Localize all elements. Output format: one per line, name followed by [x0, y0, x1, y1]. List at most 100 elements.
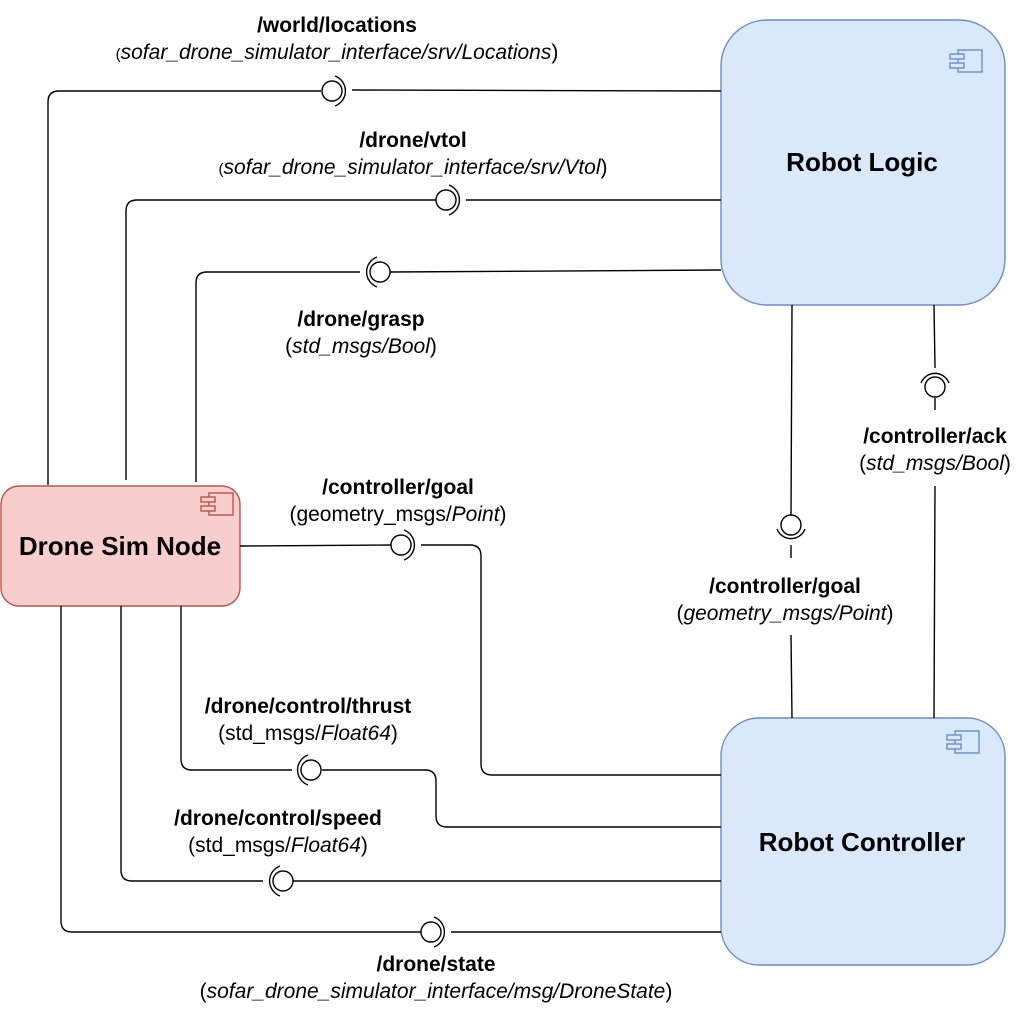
controller-goal-sim-interface: /controller/goal (geometry_msgs/Point) — [239, 476, 721, 776]
type-prefix: std_msgs/ — [225, 722, 321, 745]
connector-line — [389, 269, 722, 273]
interface-type: (std_msgs/Bool) — [285, 335, 437, 358]
paren-open: ( — [200, 980, 207, 1003]
interface-name: /drone/state — [376, 953, 495, 976]
interface-name: /controller/goal — [322, 476, 474, 499]
paren-close: ) — [601, 156, 608, 179]
drone-vtol-interface: /drone/vtol (sofar_drone_simulator_inter… — [125, 129, 721, 480]
provided-ball — [420, 921, 442, 943]
interface-name: /drone/control/thrust — [205, 695, 412, 718]
required-socket — [920, 372, 950, 384]
paren-close: ) — [361, 834, 368, 857]
connector-line — [125, 199, 436, 480]
paren-open: ( — [218, 161, 223, 178]
provided-ball — [924, 376, 946, 398]
world-locations-interface: /world/locations (sofar_drone_simulator_… — [47, 14, 722, 485]
connector-line — [195, 271, 360, 482]
type-prefix: geometry_msgs/ — [296, 503, 451, 526]
component-icon — [946, 730, 980, 754]
paren-open: ( — [859, 452, 866, 475]
interface-type: (std_msgs/Float64) — [188, 834, 368, 857]
provided-ball — [369, 261, 391, 283]
connector-line — [933, 485, 936, 719]
connector-line — [351, 89, 722, 92]
required-socket — [776, 528, 806, 540]
controller-ack-interface: /controller/ack (std_msgs/Bool) — [859, 304, 1011, 719]
paren-close: ) — [551, 41, 558, 64]
robot-logic-node[interactable]: Robot Logic — [720, 19, 1006, 306]
connector-line — [790, 634, 793, 719]
connector-line — [790, 304, 793, 516]
type-italic: Point — [452, 503, 501, 526]
paren-close: ) — [430, 335, 437, 358]
provided-ball — [435, 189, 457, 211]
paren-close: ) — [500, 503, 507, 526]
drone-control-thrust-interface: /drone/control/thrust (std_msgs/Float64) — [180, 606, 721, 828]
paren-open: ( — [289, 503, 296, 526]
paren-close: ) — [887, 602, 894, 625]
interface-name: /controller/ack — [863, 425, 1007, 448]
interface-type: (std_msgs/Float64) — [218, 722, 398, 745]
required-socket — [448, 184, 461, 216]
type-italic: std_msgs/Bool — [866, 452, 1005, 475]
provided-ball — [272, 870, 294, 892]
drone-state-interface: /drone/state (sofar_drone_simulator_inte… — [60, 606, 721, 1003]
drone-control-speed-interface: /drone/control/speed (std_msgs/Float64) — [120, 606, 721, 897]
component-icon — [200, 492, 234, 516]
provided-ball — [390, 534, 412, 556]
drone-sim-node-title: Drone Sim Node — [19, 531, 221, 561]
provided-ball — [780, 514, 802, 536]
paren-close: ) — [665, 980, 672, 1003]
connector-line — [60, 606, 421, 933]
interface-type: (geometry_msgs/Point) — [676, 602, 893, 625]
paren-close: ) — [391, 722, 398, 745]
robot-controller-title: Robot Controller — [759, 827, 966, 857]
interface-name: /drone/control/speed — [174, 807, 382, 830]
required-socket — [365, 256, 378, 288]
connector-line — [322, 769, 721, 828]
drone-grasp-interface: /drone/grasp (std_msgs/Bool) — [195, 256, 722, 482]
type-italic: sofar_drone_simulator_interface/srv/Loca… — [121, 41, 552, 64]
interface-type: (sofar_drone_simulator_interface/srv/Vto… — [218, 156, 607, 179]
type-italic: geometry_msgs/Point — [683, 602, 887, 625]
required-socket — [433, 916, 446, 948]
interface-type: (sofar_drone_simulator_interface/msg/Dro… — [200, 980, 673, 1003]
interface-name: /drone/grasp — [297, 308, 424, 331]
interface-type: (sofar_drone_simulator_interface/srv/Loc… — [116, 41, 559, 64]
connector-line — [180, 606, 292, 771]
connector-line — [239, 544, 392, 547]
required-socket — [268, 865, 281, 897]
interface-type: (std_msgs/Bool) — [859, 452, 1011, 475]
interface-name: /world/locations — [257, 14, 417, 37]
connector-line — [47, 90, 321, 485]
connector-line — [120, 606, 263, 882]
connector-line — [421, 544, 721, 776]
type-prefix: std_msgs/ — [195, 834, 291, 857]
robot-controller-node[interactable]: Robot Controller — [720, 717, 1006, 966]
type-italic: sofar_drone_simulator_interface/srv/Vtol — [223, 156, 601, 179]
robot-controller-box — [720, 717, 1006, 966]
type-italic: Float64 — [321, 722, 391, 745]
robot-logic-box — [720, 19, 1006, 306]
component-icon — [949, 49, 983, 73]
interface-type: (geometry_msgs/Point) — [289, 503, 506, 526]
controller-goal-logic-interface: /controller/goal (geometry_msgs/Point) — [676, 304, 894, 719]
drone-sim-node[interactable]: Drone Sim Node — [0, 485, 241, 607]
paren-close: ) — [1004, 452, 1011, 475]
paren-open: ( — [116, 46, 121, 63]
type-italic: sofar_drone_simulator_interface/msg/Dron… — [207, 980, 666, 1003]
paren-open: ( — [218, 722, 225, 745]
required-socket — [334, 75, 347, 107]
interface-name: /drone/vtol — [359, 129, 466, 152]
paren-open: ( — [676, 602, 683, 625]
provided-ball — [300, 759, 322, 781]
required-socket — [403, 529, 416, 561]
provided-ball — [321, 80, 343, 102]
required-socket — [296, 754, 309, 786]
type-italic: std_msgs/Bool — [292, 335, 431, 358]
interface-name: /controller/goal — [709, 575, 861, 598]
paren-open: ( — [188, 834, 195, 857]
paren-open: ( — [285, 335, 292, 358]
connector-line — [933, 304, 936, 369]
